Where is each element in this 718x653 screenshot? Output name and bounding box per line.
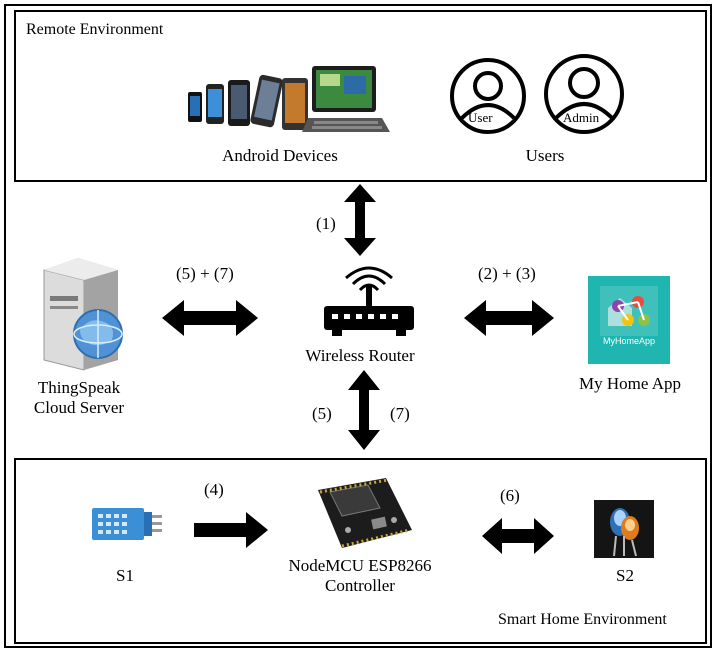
android-devices-label: Android Devices <box>222 146 338 165</box>
arrow-1-label: (1) <box>316 214 336 233</box>
controller-label-line-1: NodeMCU ESP8266 <box>288 556 432 575</box>
arrow-7-label: (7) <box>390 404 410 423</box>
arrow-6-label: (6) <box>500 486 520 505</box>
arrow-5-7-vertical <box>348 370 380 450</box>
server-label-line-1: ThingSpeak <box>37 378 121 397</box>
s2-led-icon <box>594 500 654 558</box>
diagram-frame <box>4 4 712 648</box>
arrow-2-3-label: (2) + (3) <box>478 264 536 283</box>
user-icon-text: User <box>468 110 493 125</box>
wireless-router-icon <box>324 266 414 336</box>
smart-home-environment-title: Smart Home Environment <box>498 611 667 628</box>
s2-label: S2 <box>616 566 634 585</box>
arrow-5-label: (5) <box>312 404 332 423</box>
arrow-5-7-horizontal-label: (5) + (7) <box>176 264 234 283</box>
admin-icon-text: Admin <box>563 110 600 125</box>
my-home-app-icon: MyHomeApp <box>588 276 670 364</box>
arrow-5-7-horizontal <box>162 300 258 336</box>
android-devices-icon <box>188 66 390 132</box>
s1-label: S1 <box>116 566 134 585</box>
app-logo-graphic <box>600 286 658 336</box>
arrow-2-3-horizontal <box>464 300 554 336</box>
app-label: My Home App <box>579 374 681 393</box>
nodemcu-board-icon <box>318 478 412 548</box>
s1-sensor-icon <box>92 508 162 540</box>
server-label-line-2: Cloud Server <box>33 398 125 417</box>
user-icon <box>450 58 526 134</box>
users-label: Users <box>525 146 565 165</box>
arrow-6 <box>482 518 554 554</box>
arrow-4 <box>194 512 268 548</box>
arrow-1 <box>344 184 376 256</box>
cloud-server-icon <box>43 258 123 371</box>
router-label: Wireless Router <box>305 346 415 365</box>
remote-environment-title: Remote Environment <box>26 21 164 38</box>
admin-icon <box>544 54 624 134</box>
controller-label-line-2: Controller <box>325 576 395 595</box>
arrow-4-label: (4) <box>204 480 224 499</box>
app-icon-text: MyHomeApp <box>602 336 656 346</box>
